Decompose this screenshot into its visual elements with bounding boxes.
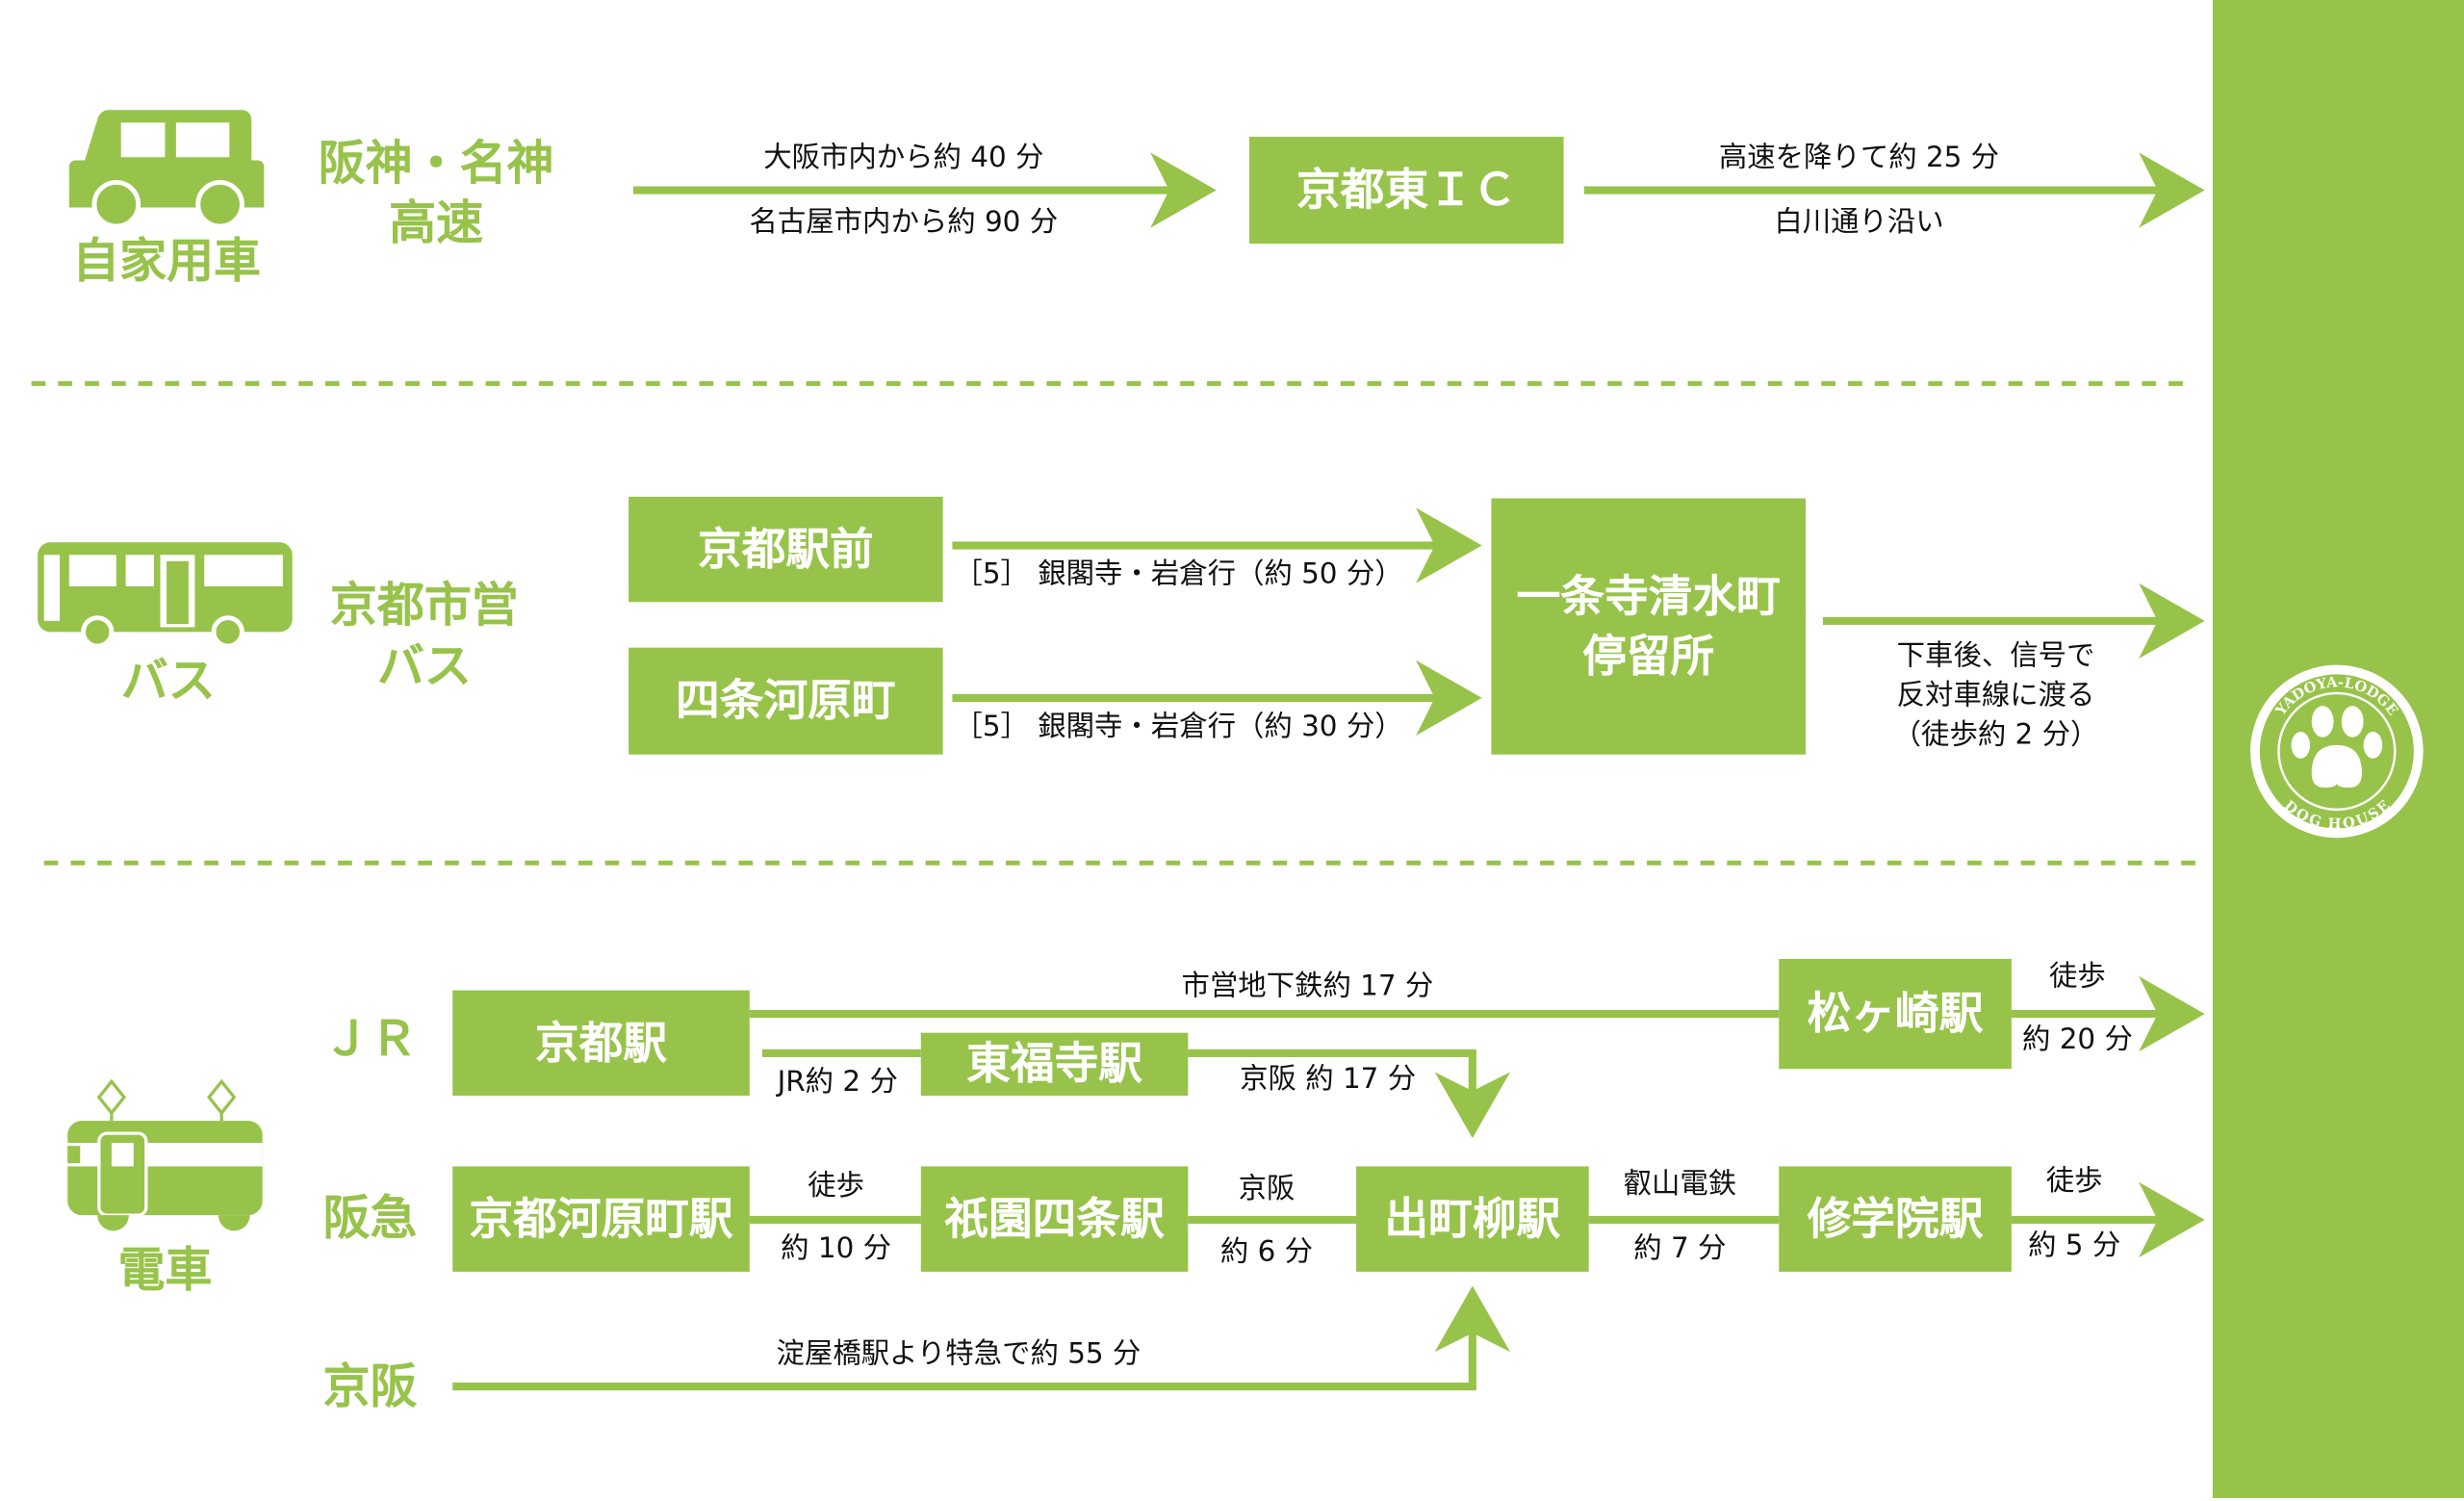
car-seg2-below: 白川通り沿い	[1774, 205, 1944, 240]
kawaramachi-walk-1: 徒歩	[808, 1169, 864, 1203]
station-matsugasaki: 松ヶ崎駅	[1779, 958, 2012, 1070]
shugakuin-walk-2: 約 5 分	[2028, 1229, 2121, 1263]
station-kyoto: 京都駅	[452, 990, 750, 1096]
stop-ichijoji-shimizucho: 一条寺清水町 停留所	[1491, 498, 1806, 755]
dest-text-line2: 反対車線に渡る	[1896, 679, 2095, 712]
matsugasaki-walk-1: 徒歩	[2049, 960, 2106, 994]
line-jr: ＪＲ	[322, 1012, 418, 1068]
keihan-text: 淀屋橋駅より特急で約 55 分	[776, 1337, 1142, 1371]
car-label: 自家用車	[72, 234, 262, 290]
car-seg1-above: 大阪市内から約 40 分	[763, 141, 1044, 175]
bus-route-line2: バス	[376, 639, 472, 695]
dest-line1: 一条寺清水町	[1516, 569, 1781, 622]
dest-line2: 停留所	[1582, 629, 1715, 682]
bus-route-line1: 京都市営	[329, 578, 519, 634]
jr-text: JR約 2 分	[777, 1065, 898, 1100]
gion-text-1: 京阪	[1238, 1172, 1296, 1206]
station-shugakuin: 修学院駅	[1779, 1166, 2012, 1272]
car-seg1-below: 名古屋市内から約 90 分	[749, 205, 1059, 240]
train-icon	[67, 1078, 263, 1231]
car-seg2-above: 高速を降りて約 25 分	[1718, 141, 2000, 175]
line-hankyu: 阪急	[322, 1191, 418, 1247]
tofukuji-line	[1188, 1048, 1476, 1100]
stop-shijo-kawaramachi: 四条河原町	[629, 647, 943, 755]
train-label: 電車	[117, 1243, 213, 1299]
gion-text-2: 約 6 分	[1219, 1235, 1314, 1269]
demachi-text-2: 約 7 分	[1633, 1232, 1727, 1266]
station-demachiyanagi: 出町柳駅	[1356, 1166, 1589, 1272]
line-keihan: 京阪	[322, 1359, 418, 1415]
bus-icon	[38, 542, 293, 649]
car-route-line2: 高速	[389, 196, 484, 252]
dest-text-line3: （徒歩約 2 分）	[1892, 718, 2099, 752]
shugakuin-walk-1: 徒歩	[2045, 1164, 2103, 1199]
tofukuji-text: 京阪 約 17 分	[1240, 1062, 1417, 1096]
matsugasaki-walk-2: 約 20 分	[2021, 1022, 2133, 1057]
stop-kyoto-ekimae: 京都駅前	[629, 496, 943, 603]
subway-text: 市営地下鉄約 17 分	[1181, 970, 1434, 1003]
station-tofukuji: 東福寺駅	[920, 1032, 1189, 1096]
bus-route-2-text: ［5］ 銀閣寺・岩倉行（約 30 分）	[954, 710, 1403, 744]
station-kyoto-higashi-ic: 京都東ＩＣ	[1248, 137, 1564, 245]
car-route-line1: 阪神・名神	[318, 137, 554, 193]
bus-label: バス	[120, 654, 216, 710]
station-gion-shijo: 祇園四条駅	[920, 1166, 1189, 1272]
station-kyoto-kawaramachi: 京都河原町駅	[452, 1166, 750, 1272]
bus-dest-text: 下車後、信号で 反対車線に渡る （徒歩約 2 分）	[1893, 636, 2099, 754]
dest-text-line1: 下車後、信号で	[1896, 639, 2095, 673]
paw-icon: YADOYA-LODGE DOG HOUSE	[2250, 664, 2424, 839]
bus-route-1-text: ［5］ 銀閣寺・岩倉行（約 50 分）	[954, 557, 1403, 591]
kawaramachi-walk-2: 約 10 分	[781, 1232, 892, 1266]
keihan-line	[452, 1328, 1476, 1391]
demachi-text-1: 叡山電鉄	[1623, 1168, 1737, 1202]
car-icon	[68, 110, 265, 229]
